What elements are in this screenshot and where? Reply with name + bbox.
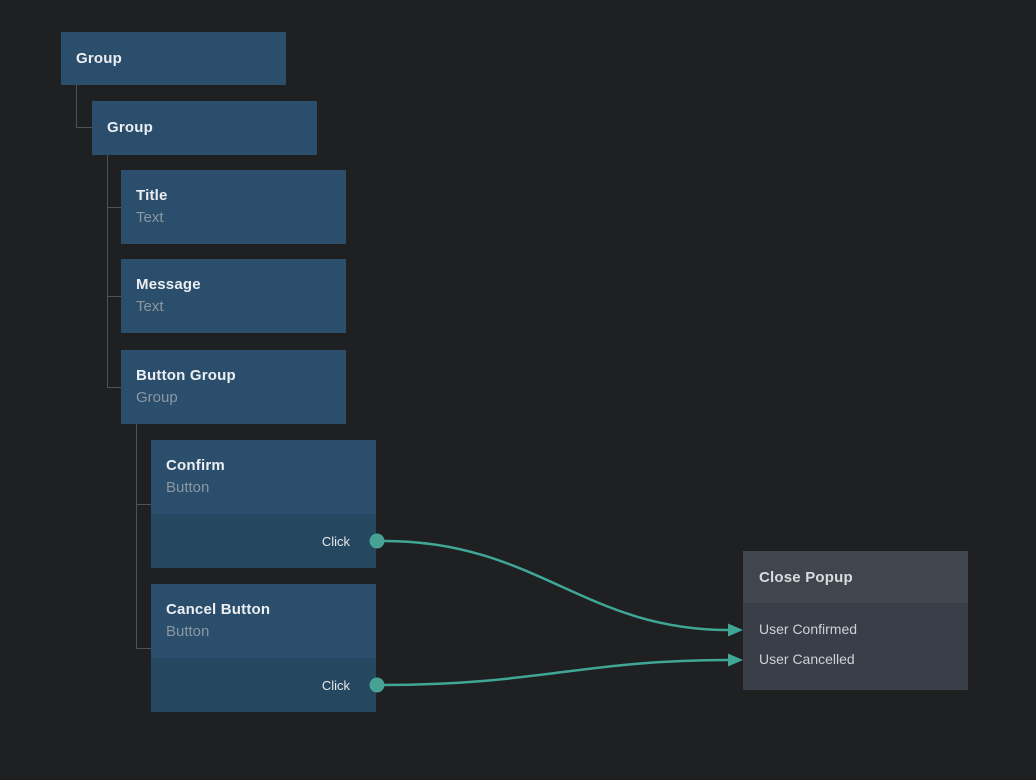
node-type-label: Group — [136, 389, 178, 406]
arrowhead-user-confirmed-icon — [728, 623, 743, 637]
event-row-confirm-click[interactable]: Click — [151, 514, 376, 568]
node-title: Title — [136, 187, 168, 204]
node-title: Group — [76, 49, 122, 67]
node-title: Confirm — [166, 457, 225, 474]
node-title: Group — [107, 119, 153, 136]
node-group-1[interactable]: Group — [61, 32, 286, 85]
input-user-cancelled[interactable]: User Cancelled — [759, 651, 855, 667]
event-label: Click — [321, 533, 350, 549]
tree-line-group2-children — [107, 155, 121, 388]
node-title: Button Group — [136, 367, 236, 384]
wire-confirm-to-user-confirmed[interactable] — [383, 539, 730, 632]
node-type-label: Text — [136, 209, 164, 226]
node-header: Cancel Button Button — [151, 584, 376, 658]
node-type-label: Button — [166, 479, 210, 496]
action-node-header: Close Popup — [743, 551, 968, 603]
node-button-group[interactable]: Button Group Group — [121, 350, 346, 424]
node-header: Confirm Button — [151, 440, 376, 514]
node-type-label: Text — [136, 298, 164, 315]
node-header: Message Text — [121, 259, 346, 333]
event-label: Click — [321, 677, 350, 693]
node-close-popup[interactable]: Close Popup User Confirmed User Cancelle… — [743, 551, 968, 690]
node-header: Title Text — [121, 170, 346, 244]
event-row-cancel-click[interactable]: Click — [151, 658, 376, 712]
node-title: Message — [136, 276, 201, 293]
arrowhead-user-cancelled-icon — [728, 653, 743, 667]
input-user-confirmed[interactable]: User Confirmed — [759, 621, 858, 637]
tree-line-buttongroup-children — [136, 424, 151, 649]
node-title-text[interactable]: Title Text — [121, 170, 346, 244]
action-node-body: User Confirmed User Cancelled — [743, 603, 968, 690]
node-cancel-button[interactable]: Cancel Button Button Click — [151, 584, 376, 712]
node-message-text[interactable]: Message Text — [121, 259, 346, 333]
node-type-label: Button — [166, 623, 210, 640]
node-title: Cancel Button — [166, 601, 271, 618]
wire-cancel-to-user-cancelled[interactable] — [383, 658, 730, 687]
action-node-title: Close Popup — [759, 568, 853, 586]
node-confirm-button[interactable]: Confirm Button Click — [151, 440, 376, 568]
node-header: Button Group Group — [121, 350, 346, 424]
node-group-2[interactable]: Group — [92, 101, 317, 155]
tree-line-group1-group2 — [76, 85, 92, 128]
